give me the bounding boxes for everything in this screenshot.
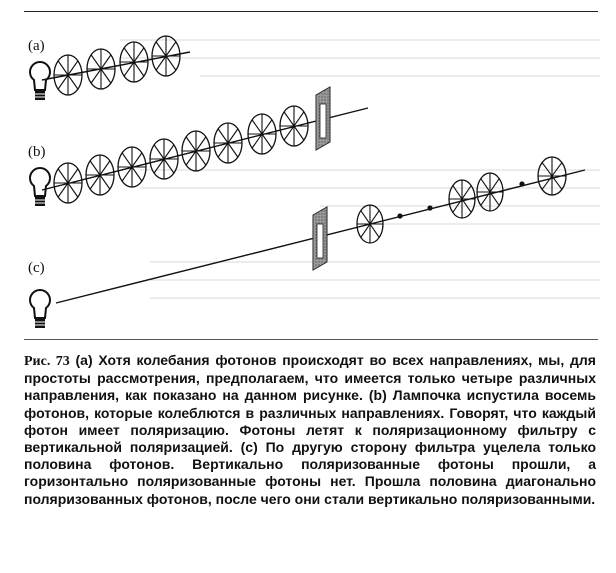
beam-b <box>41 107 369 191</box>
panel-c <box>29 156 586 328</box>
polarizing-filter-c <box>312 206 328 271</box>
panel-b <box>29 86 369 206</box>
photon <box>448 179 476 219</box>
top-rule <box>24 11 598 12</box>
photon <box>476 172 504 212</box>
photon-group-c <box>356 156 567 244</box>
photon <box>279 105 309 147</box>
photon-dot <box>427 205 433 211</box>
light-bulb-icon <box>29 289 51 328</box>
photon-dot <box>397 213 403 219</box>
caption-text: (a) Хотя колебания фотонов происходят во… <box>24 352 596 507</box>
photon <box>181 130 211 172</box>
photon <box>86 48 116 90</box>
photon <box>117 146 147 188</box>
photon <box>149 138 179 180</box>
polarizing-filter-b <box>315 86 331 151</box>
photon-group-a <box>53 35 181 96</box>
photon <box>53 54 83 96</box>
panel-label-b: (b) <box>28 144 46 160</box>
divider-rule <box>24 339 598 340</box>
photon <box>119 41 149 83</box>
light-bulb-icon <box>29 61 51 100</box>
light-bulb-icon <box>29 167 51 206</box>
photon <box>537 156 567 196</box>
photon <box>151 35 181 77</box>
photon <box>85 154 115 196</box>
polarization-figure <box>29 35 600 328</box>
panel-a <box>29 35 191 100</box>
photon <box>213 122 243 164</box>
panel-label-c: (c) <box>28 260 45 276</box>
photon <box>247 113 277 155</box>
background-texture <box>120 39 600 299</box>
photon <box>356 204 384 244</box>
photon-group-b <box>53 105 309 204</box>
panel-label-a: (a) <box>28 38 45 54</box>
photon <box>53 162 83 204</box>
figure-caption: Рис. 73 (a) Хотя колебания фотонов проис… <box>24 352 596 508</box>
photon-dot <box>519 181 525 187</box>
caption-label: Рис. 73 <box>24 354 70 369</box>
